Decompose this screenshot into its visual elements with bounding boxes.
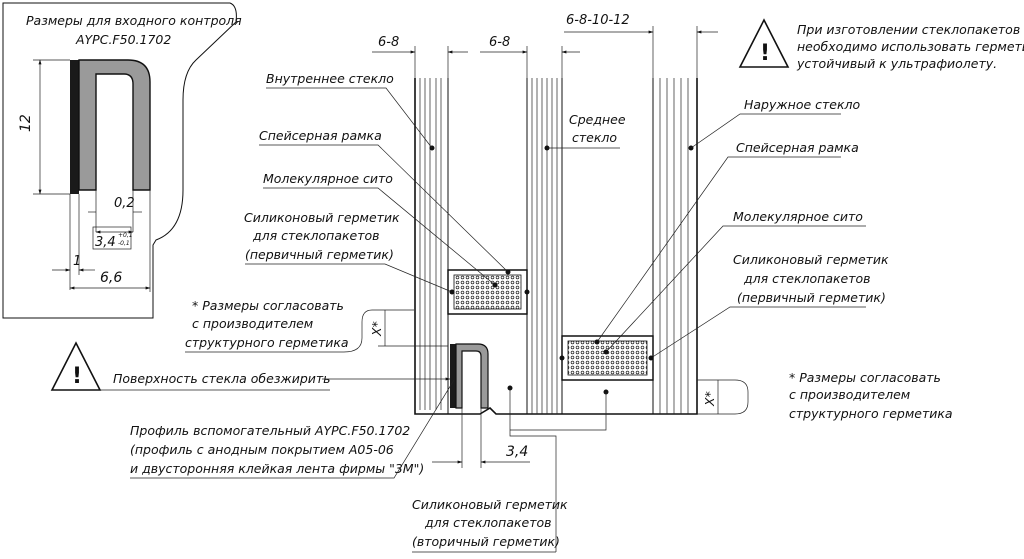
dim-bottom: 3,4 bbox=[506, 444, 528, 460]
svg-text:!: ! bbox=[72, 364, 82, 389]
inset-title-line2: AYPC.F50.1702 bbox=[75, 32, 171, 47]
label-profile-2: (профиль с анодным покрытием A05-06 bbox=[130, 442, 394, 457]
inset-frame bbox=[2, 2, 237, 319]
spacer-right bbox=[561, 335, 654, 381]
warning-note-line2: необходимо использовать герметик, bbox=[797, 39, 1024, 54]
dim-outer-glass: 6-8-10-12 bbox=[566, 13, 630, 28]
label-x-left: X* bbox=[369, 321, 384, 337]
inspection-inset: Размеры для входного контроля AYPC.F50.1… bbox=[2, 2, 242, 319]
label-size-note-left-3: структурного герметика bbox=[185, 335, 349, 350]
label-size-note-right-3: структурного герметика bbox=[789, 406, 953, 421]
labels-right: Среднее стекло Наружное стекло Спейсерна… bbox=[412, 97, 953, 553]
label-profile-3: и двусторонняя клейкая лента фирмы "3M") bbox=[130, 461, 424, 476]
warning-top: ! При изготовлении стеклопакетов необход… bbox=[738, 18, 1024, 71]
profile-section bbox=[69, 59, 151, 292]
inset-dim-height: 12 bbox=[18, 114, 34, 132]
middle-glass bbox=[526, 78, 563, 414]
label-size-note-right-2: с производителем bbox=[789, 387, 910, 402]
dim-left-gap: 6-8 bbox=[378, 35, 399, 50]
label-secondary-1: Силиконовый герметик bbox=[412, 497, 568, 512]
label-secondary-2: для стеклопакетов bbox=[424, 515, 552, 530]
label-sieve-left: Молекулярное сито bbox=[263, 171, 393, 186]
label-primary-left-2: для стеклопакетов bbox=[252, 228, 380, 243]
label-size-note-left-2: с производителем bbox=[192, 316, 313, 331]
label-middle-glass-2: стекло bbox=[572, 130, 617, 145]
label-primary-right-3: (первичный герметик) bbox=[737, 290, 886, 305]
auxiliary-profile bbox=[450, 343, 489, 409]
label-middle-glass-1: Среднее bbox=[569, 112, 626, 127]
label-primary-left-3: (первичный герметик) bbox=[245, 247, 394, 262]
inset-dim-inner-tol-upper: +0,1 bbox=[118, 232, 133, 239]
label-spacer-right: Спейсерная рамка bbox=[736, 140, 859, 155]
inset-dim-inner-tol-lower: -0,1 bbox=[118, 240, 130, 247]
inset-dim-gap: 0,2 bbox=[114, 196, 135, 211]
warning-triangle-icon bbox=[738, 18, 790, 68]
warning-note-line3: устойчивый к ультрафиолету. bbox=[796, 56, 997, 71]
label-sieve-right: Молекулярное сито bbox=[733, 209, 863, 224]
inset-title-line1: Размеры для входного контроля bbox=[26, 13, 242, 28]
glazing-unit-section: 6-8 6-8 6-8-10-12 3,4 bbox=[372, 13, 718, 468]
dim-middle-gap: 6-8 bbox=[489, 35, 510, 50]
inset-dim-wall: 1 bbox=[73, 254, 81, 269]
warning-triangle-icon bbox=[50, 341, 102, 391]
inset-dim-width: 6,6 bbox=[100, 270, 122, 286]
label-profile-1: Профиль вспомогательный AYPC.F50.1702 bbox=[130, 423, 410, 438]
label-outer-glass: Наружное стекло bbox=[744, 97, 861, 112]
label-primary-right-2: для стеклопакетов bbox=[743, 271, 871, 286]
outer-glass bbox=[652, 78, 689, 414]
warning-note-line1: При изготовлении стеклопакетов bbox=[797, 22, 1020, 37]
label-primary-left-1: Силиконовый герметик bbox=[244, 210, 400, 225]
label-degrease: Поверхность стекла обезжирить bbox=[113, 371, 331, 386]
label-inner-glass: Внутреннее стекло bbox=[266, 71, 394, 86]
label-size-note-left-1: * Размеры согласовать bbox=[192, 298, 344, 313]
label-size-note-right-1: * Размеры согласовать bbox=[789, 370, 941, 385]
svg-text:!: ! bbox=[760, 41, 770, 66]
labels-left: Внутреннее стекло Спейсерная рамка Молек… bbox=[50, 71, 530, 479]
inner-glass bbox=[419, 78, 449, 414]
spacer-left bbox=[447, 269, 528, 315]
label-primary-right-1: Силиконовый герметик bbox=[733, 252, 889, 267]
label-spacer-left: Спейсерная рамка bbox=[259, 128, 382, 143]
inset-dim-inner: 3,4 bbox=[95, 235, 116, 250]
label-secondary-3: (вторичный герметик) bbox=[412, 534, 560, 549]
label-x-right: X* bbox=[702, 391, 717, 407]
